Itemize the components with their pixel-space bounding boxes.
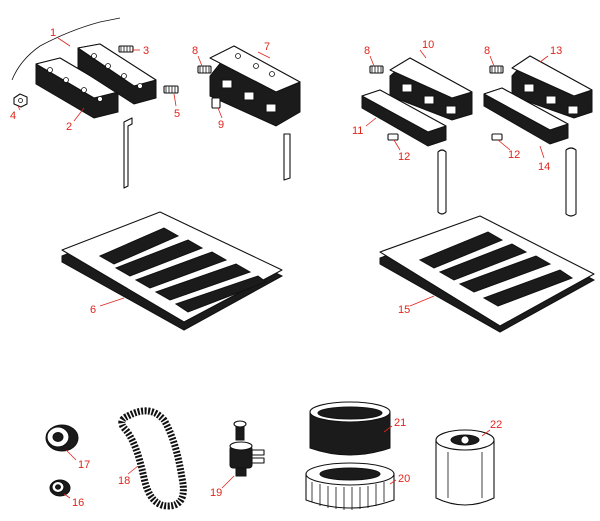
allen-key-left [123, 117, 133, 189]
callout-19: 19 [210, 487, 222, 499]
bolt-part-8b [369, 65, 384, 74]
callout-4: 4 [10, 110, 16, 122]
bolt-part [163, 85, 179, 94]
leader-lines [17, 37, 549, 499]
callout-5: 5 [174, 108, 180, 120]
callout-3: 3 [143, 45, 149, 57]
callout-8b: 8 [364, 45, 370, 57]
bolt-part-8c [489, 65, 504, 74]
callout-12b: 12 [508, 149, 520, 161]
callout-10: 10 [422, 39, 434, 51]
callout-labels: 1 2 3 4 5 6 7 8 9 8 10 11 12 8 13 12 14 … [10, 27, 562, 509]
callout-15: 15 [398, 304, 410, 316]
callout-11: 11 [352, 125, 363, 137]
callout-18: 18 [118, 475, 130, 487]
nut-part [13, 93, 28, 108]
drive-belt-18 [118, 407, 187, 510]
switch-19 [229, 420, 265, 477]
tine-plate-right-15 [379, 215, 596, 333]
bolt-part-8a [197, 65, 212, 74]
callout-1: 1 [50, 27, 56, 39]
screw-part [118, 45, 134, 53]
callout-12a: 12 [398, 151, 410, 163]
callout-20: 20 [398, 473, 410, 485]
small-screw-12a [387, 133, 399, 141]
oil-filter-22 [435, 429, 495, 506]
lower-mount-bracket-14 [483, 87, 569, 145]
upper-clamp-plate-part [77, 43, 157, 105]
seal-large-17 [45, 424, 79, 452]
callout-6: 6 [90, 304, 96, 316]
small-screw-12b [491, 133, 503, 141]
air-filter-20 [305, 462, 395, 510]
callout-8a: 8 [192, 45, 198, 57]
upper-mount-bracket-10 [389, 57, 473, 121]
callout-21: 21 [394, 417, 406, 429]
lower-clamp-bar-part [35, 57, 119, 119]
lower-mount-bracket-11 [361, 89, 447, 147]
seal-small-16 [49, 479, 71, 497]
callout-22: 22 [490, 419, 502, 431]
callout-14: 14 [538, 161, 550, 173]
callout-17: 17 [78, 459, 90, 471]
callout-2: 2 [66, 121, 72, 133]
pin-middle [283, 133, 291, 181]
pin-center-right [437, 149, 447, 215]
callout-7: 7 [264, 41, 270, 53]
callout-16: 16 [72, 497, 84, 509]
callout-13: 13 [550, 45, 562, 57]
pin-far-right [565, 147, 577, 217]
tine-plate-left-6 [61, 211, 284, 331]
callout-8c: 8 [484, 45, 490, 57]
bracket-housing-part [209, 45, 301, 127]
pre-filter-21 [309, 401, 391, 456]
wire-harness-part [11, 17, 121, 81]
callout-9: 9 [218, 119, 224, 131]
small-screw-part-9 [211, 97, 221, 109]
